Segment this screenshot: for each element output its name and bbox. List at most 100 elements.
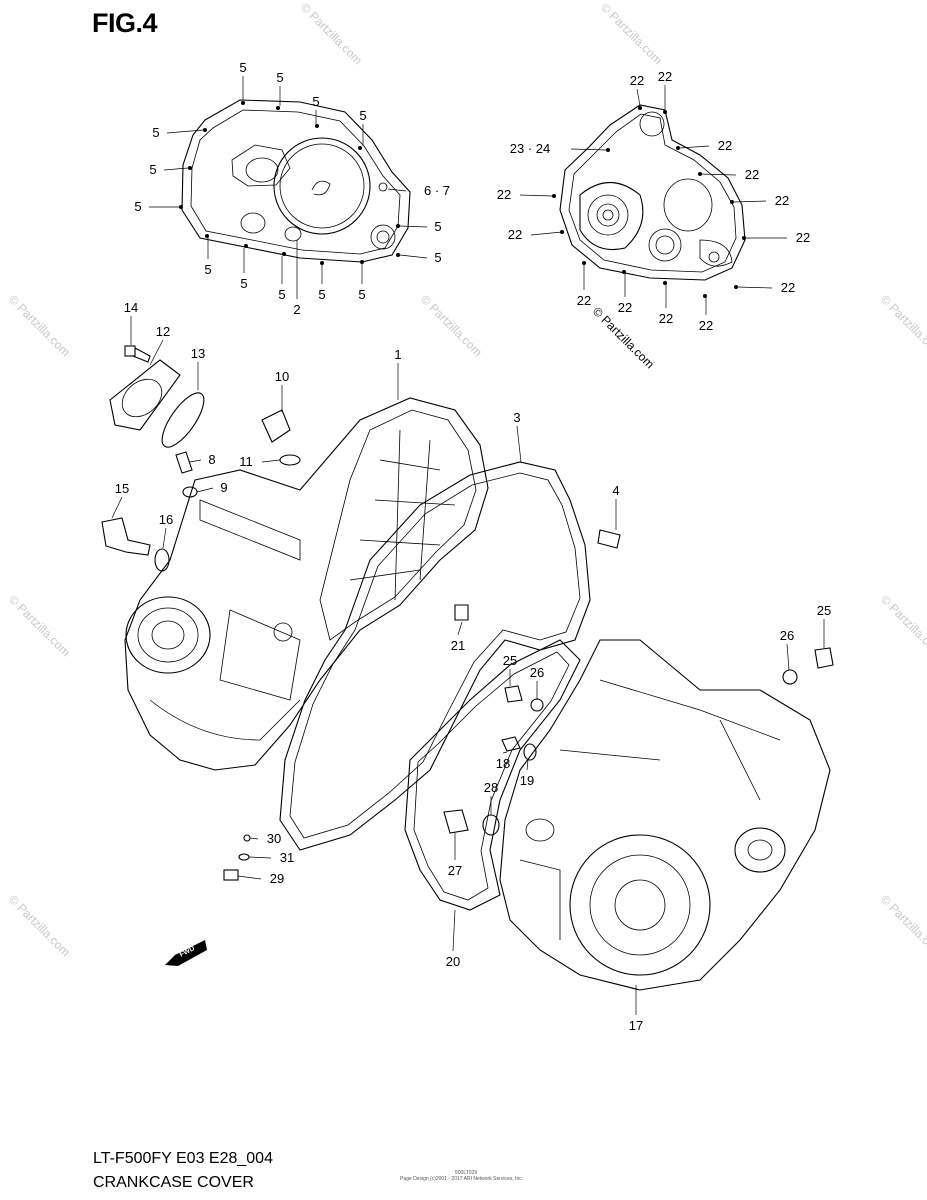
part-14-bolt [124, 345, 151, 363]
fine-print-copyright: Page Design (c)2001 - 2017 ARI Network S… [400, 1176, 524, 1182]
part-left-cover-gasket [179, 99, 411, 265]
callout-c30: 30 [267, 831, 281, 846]
part-31-hose [238, 853, 250, 861]
callout-c3: 3 [513, 410, 520, 425]
callout-c5d: 5 [359, 108, 366, 123]
callout-c22g: 22 [781, 280, 795, 295]
callout-leader-c22a [636, 88, 641, 107]
callout-leader-c5e [166, 129, 204, 134]
callout-c22h: 22 [699, 318, 713, 333]
callout-c9: 9 [220, 480, 227, 495]
callout-leader-c22d [699, 173, 737, 176]
callout-c19: 19 [520, 773, 534, 788]
callout-c26b: 26 [780, 628, 794, 643]
callout-c8: 8 [208, 452, 215, 467]
callout-c13: 13 [191, 346, 205, 361]
callout-c5k: 5 [318, 287, 325, 302]
callout-c5a: 5 [239, 60, 246, 75]
part-16-washer [154, 548, 170, 572]
callout-leader-c29 [237, 875, 262, 880]
callout-c5i: 5 [240, 276, 247, 291]
part-20-gasket [404, 639, 581, 911]
watermark-small-6: © Partzilla.com [6, 892, 73, 959]
part-27-plug [443, 809, 469, 834]
callout-c29: 29 [270, 871, 284, 886]
callout-c28: 28 [484, 780, 498, 795]
part-17-crankcase-cover-right [499, 639, 831, 991]
callout-leader-c19 [526, 759, 529, 771]
part-15-bolt [101, 517, 151, 556]
callout-leader-c20 [452, 909, 456, 952]
callout-c22k: 22 [577, 293, 591, 308]
caption-model: LT-F500FY E03 E28_004 [93, 1150, 273, 1167]
callout-c25a: 25 [503, 653, 517, 668]
callout-leader-c22m [519, 194, 553, 197]
callout-c17: 17 [629, 1018, 643, 1033]
watermark-small-1: © Partzilla.com [418, 292, 485, 359]
callout-c2: 2 [293, 302, 300, 317]
callout-leader-c22c [679, 145, 710, 149]
callout-c15: 15 [115, 481, 129, 496]
watermark-small-8: © Partzilla.com [298, 0, 365, 67]
watermark-small-3: © Partzilla.com [878, 292, 927, 359]
part-18-bolt [501, 736, 521, 752]
part-8-bolt [175, 451, 193, 474]
watermark-small-5: © Partzilla.com [878, 592, 927, 659]
callout-c67: 6 · 7 [424, 183, 450, 198]
callout-leader-c5n [399, 254, 428, 259]
figure-title: FIG.4 [92, 8, 158, 38]
part-19-o-ring [523, 743, 537, 761]
callout-leader-c22e [733, 200, 767, 203]
callout-leader-c15 [111, 496, 123, 519]
watermark-small-7: © Partzilla.com [878, 892, 927, 959]
callout-leader-c22l [530, 231, 563, 236]
callout-c22f: 22 [796, 230, 810, 245]
callout-c22j: 22 [618, 300, 632, 315]
callout-c22m: 22 [497, 187, 511, 202]
callout-leader-c21 [457, 621, 463, 636]
callout-c22c: 22 [718, 138, 732, 153]
callout-leader-c31 [248, 856, 272, 859]
callout-c5e: 5 [152, 125, 159, 140]
callout-c25b: 25 [817, 603, 831, 618]
part-30-clip [243, 834, 251, 842]
watermark-small-2: © Partzilla.com [6, 292, 73, 359]
callout-c16: 16 [159, 512, 173, 527]
callout-leader-c3 [516, 425, 522, 463]
callout-c31: 31 [280, 850, 294, 865]
callout-leader-c2324 [570, 148, 607, 151]
callout-c5m: 5 [434, 219, 441, 234]
callout-leader-c18 [502, 751, 508, 754]
callout-c5c: 5 [312, 94, 319, 109]
callout-c5j: 5 [278, 287, 285, 302]
callout-leader-c12 [149, 339, 164, 366]
callout-c22d: 22 [745, 167, 759, 182]
part-11-washer [279, 454, 301, 466]
callout-c5h: 5 [204, 262, 211, 277]
part-29-clamp [223, 869, 239, 881]
fine-print-code: 500LT029 [455, 1170, 478, 1176]
callout-c14: 14 [124, 300, 138, 315]
part-10-plug [261, 409, 291, 443]
callout-leader-c16 [162, 527, 167, 549]
callout-leader-c30 [249, 837, 259, 840]
callout-c5n: 5 [434, 250, 441, 265]
callout-c22e: 22 [775, 193, 789, 208]
callout-c20: 20 [446, 954, 460, 969]
caption-title: CRANKCASE COVER [93, 1174, 254, 1191]
callout-c27: 27 [448, 863, 462, 878]
callout-leader-c22g [737, 286, 773, 289]
callout-c4: 4 [612, 483, 619, 498]
callout-c22a: 22 [630, 73, 644, 88]
callout-c5g: 5 [134, 199, 141, 214]
part-3-gasket [279, 461, 591, 851]
part-12-cap-cover [109, 359, 181, 431]
callout-c5f: 5 [149, 162, 156, 177]
callout-c5l: 5 [358, 287, 365, 302]
callout-c22b: 22 [658, 69, 672, 84]
callout-c22i: 22 [659, 311, 673, 326]
part-13-o-ring [161, 392, 205, 448]
callout-c21: 21 [451, 638, 465, 653]
callout-c12: 12 [156, 324, 170, 339]
